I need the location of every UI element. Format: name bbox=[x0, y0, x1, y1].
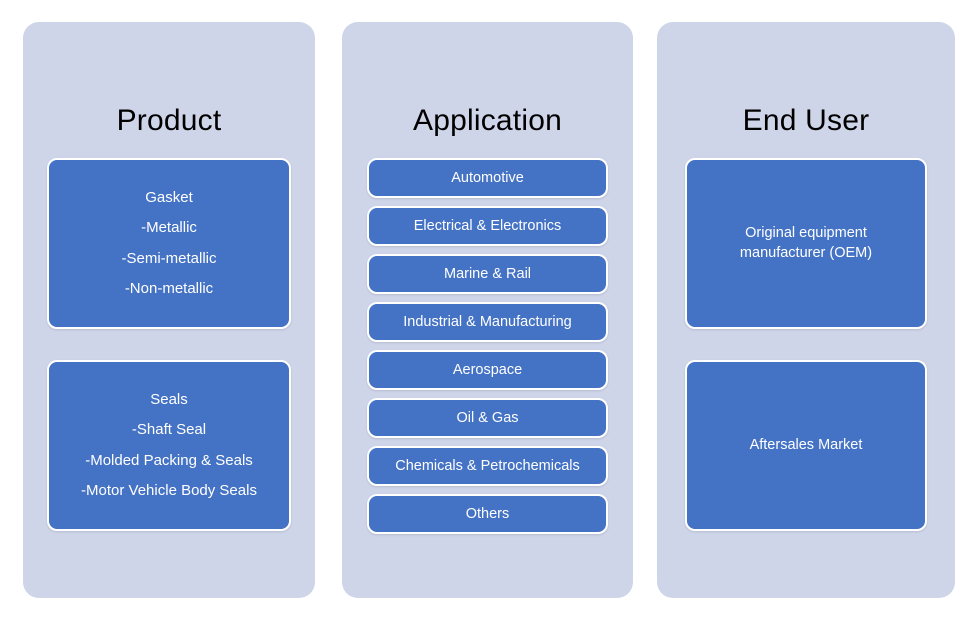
card-line: manufacturer (OEM) bbox=[739, 244, 873, 261]
card-application-electrical[interactable]: Electrical & Electronics bbox=[367, 206, 608, 246]
card-application-others[interactable]: Others bbox=[367, 494, 608, 534]
column-title-application: Application bbox=[413, 104, 562, 137]
card-application-marine[interactable]: Marine & Rail bbox=[367, 254, 608, 294]
card-line: Seals bbox=[150, 390, 188, 408]
card-line: -Molded Packing & Seals bbox=[85, 451, 253, 469]
card-line: Gasket bbox=[145, 188, 193, 206]
card-application-automotive[interactable]: Automotive bbox=[367, 158, 608, 198]
card-line: -Semi-metallic bbox=[121, 249, 217, 267]
column-body-application: Automotive Electrical & Electronics Mari… bbox=[342, 136, 633, 598]
card-line: -Metallic bbox=[141, 219, 197, 236]
card-aftersales-market[interactable]: Aftersales Market bbox=[685, 360, 927, 531]
column-title-end-user: End User bbox=[742, 104, 870, 137]
card-application-aerospace[interactable]: Aerospace bbox=[367, 350, 608, 390]
card-line: Aftersales Market bbox=[749, 436, 863, 453]
column-body-product: Gasket -Metallic -Semi-metallic -Non-met… bbox=[23, 136, 315, 598]
card-application-oil-gas[interactable]: Oil & Gas bbox=[367, 398, 608, 438]
card-gasket[interactable]: Gasket -Metallic -Semi-metallic -Non-met… bbox=[47, 158, 291, 329]
column-application: Application Automotive Electrical & Elec… bbox=[342, 22, 633, 598]
card-oem[interactable]: Original equipment manufacturer (OEM) bbox=[685, 158, 927, 329]
column-product: Product Gasket -Metallic -Semi-metallic … bbox=[23, 22, 315, 598]
card-seals[interactable]: Seals -Shaft Seal -Molded Packing & Seal… bbox=[47, 360, 291, 531]
column-body-end-user: Original equipment manufacturer (OEM) Af… bbox=[657, 136, 955, 598]
card-application-industrial[interactable]: Industrial & Manufacturing bbox=[367, 302, 608, 342]
card-application-chemicals[interactable]: Chemicals & Petrochemicals bbox=[367, 446, 608, 486]
column-title-product: Product bbox=[116, 104, 222, 137]
card-line: -Non-metallic bbox=[124, 280, 214, 297]
card-line: -Motor Vehicle Body Seals bbox=[81, 482, 257, 499]
card-line: Original equipment bbox=[745, 224, 867, 241]
column-end-user: End User Original equipment manufacturer… bbox=[657, 22, 955, 598]
card-line: -Shaft Seal bbox=[131, 421, 207, 438]
